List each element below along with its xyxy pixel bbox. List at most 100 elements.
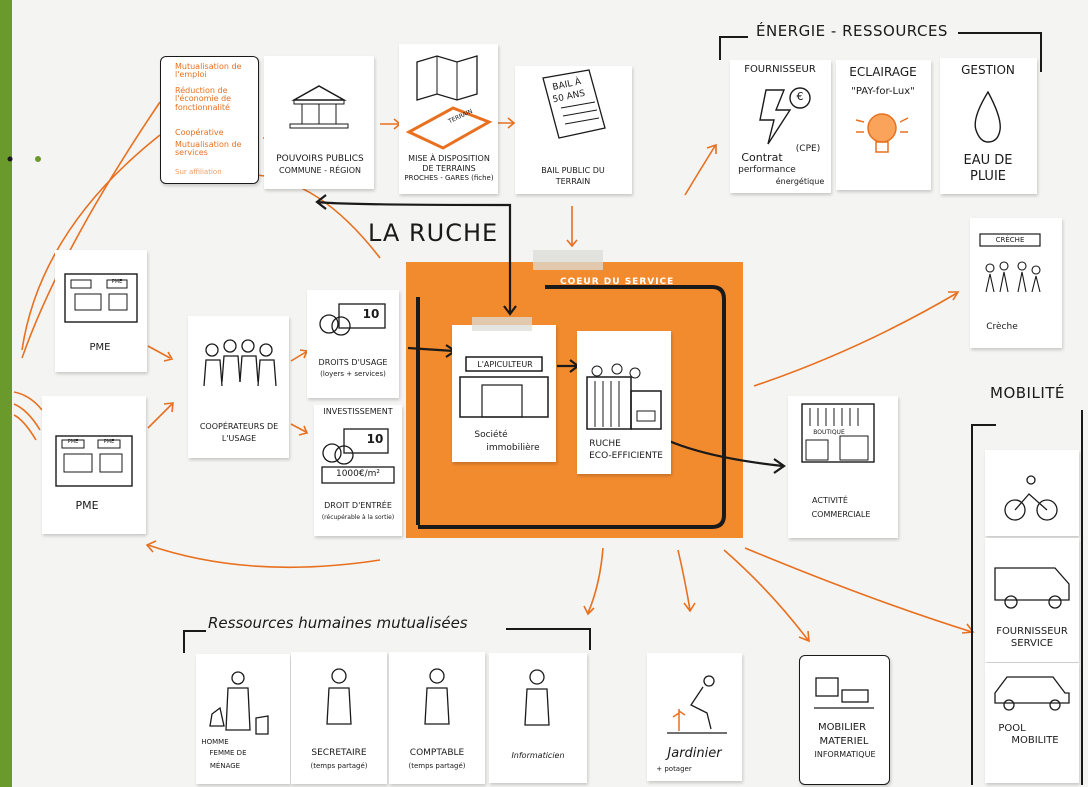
activite-line1: ACTIVITÉ	[812, 496, 848, 505]
cleaner-icon	[209, 671, 269, 735]
person-icon	[326, 668, 352, 725]
public-building-icon	[289, 85, 349, 129]
card-secretaire: SECRETAIRE (temps partagé)	[291, 652, 387, 784]
pme-bottom-label: PME	[75, 499, 99, 512]
fournisseur-title: FOURNISSEUR	[744, 64, 816, 75]
jardinier-line1: Jardinier	[667, 746, 722, 761]
person-icon	[524, 669, 550, 726]
informaticien-line1: Informaticien	[511, 751, 565, 760]
eclairage-caption: "PAY-for-Lux"	[851, 86, 915, 97]
children-icon	[979, 233, 1041, 293]
cooperateurs-line2: L'USAGE	[221, 434, 257, 443]
pme-bottom-sign-a: PME	[67, 439, 79, 445]
contract-doc-icon	[542, 69, 606, 139]
card-pool-mobilite: POOL MOBILITE	[985, 663, 1079, 783]
water-drop-icon	[974, 90, 1001, 143]
homme-line2: FEMME DE	[209, 749, 247, 757]
apiculteur-line1: Société	[474, 430, 508, 440]
terrains-line2: DE TERRAINS	[422, 164, 476, 173]
card-mobilier: MOBILIER MATERIEL INFORMATIQUE	[799, 655, 890, 785]
fournisseur-caption2: performance	[738, 165, 796, 175]
homme-line3: MÉNAGE	[209, 762, 241, 770]
fournisseur-caption3: énergétique	[775, 177, 825, 186]
comptable-line2: (temps partagé)	[408, 762, 466, 770]
secretaire-line1: SECRETAIRE	[311, 748, 367, 758]
note-item-last: Sur affiliation	[175, 168, 222, 176]
bottom-header: Ressources humaines mutualisées	[208, 614, 468, 632]
card-terrains: TERRAIN MISE À DISPOSITION DE TERRAINS P…	[399, 44, 498, 194]
card-activite-commerciale: BOUTIQUE ACTIVITÉ COMMERCIALE	[788, 396, 898, 538]
energie-header: ÉNERGIE - RESSOURCES	[756, 22, 948, 40]
money-icon	[319, 303, 386, 336]
card-velo	[985, 450, 1079, 536]
lightning-icon	[759, 87, 811, 145]
investissement-header: INVESTISSEMENT	[323, 407, 393, 416]
card-pme-top: PME PME	[55, 250, 147, 372]
card-gestion-eau: GESTION EAU DE PLUIE	[940, 58, 1037, 194]
note-item-3: Coopérative	[175, 128, 224, 137]
eclairage-title: ECLAIRAGE	[849, 65, 917, 79]
activite-line2: COMMERCIALE	[811, 510, 871, 519]
pme-top-sign: PME	[111, 279, 123, 285]
investissement-line2: (récupérable à la sortie)	[321, 514, 395, 521]
bail-line2: TERRAIN	[555, 177, 591, 186]
gestion-title: GESTION	[961, 63, 1015, 77]
ruche-line2: ECO-EFFICIENTE	[589, 451, 663, 461]
jardinier-line2: + potager	[656, 765, 692, 773]
car-icon	[994, 676, 1070, 711]
computer-icon	[814, 677, 874, 709]
pme-top-label: PME	[89, 342, 111, 353]
shop-building-icon	[64, 273, 138, 323]
apiculteur-sign: L'APICULTEUR	[477, 360, 533, 369]
card-apiculteur: L'APICULTEUR Société immobilière	[452, 317, 556, 462]
droits-usage-line2: (loyers + services)	[320, 370, 386, 378]
mobilier-line3: INFORMATIQUE	[814, 750, 876, 759]
mobilier-line2: MATERIEL	[819, 736, 869, 747]
card-ruche: RUCHE ECO-EFFICIENTE	[577, 331, 671, 474]
mobilite-header: MOBILITÉ	[990, 384, 1065, 402]
van-icon	[994, 567, 1070, 609]
card-cooperateurs: COOPÉRATEURS DE L'USAGE	[188, 316, 289, 458]
bicycle-icon	[1004, 475, 1058, 521]
note-item-4: Mutualisation de services	[175, 140, 242, 158]
apiculteur-line2: immobilière	[486, 443, 540, 453]
investissement-line1: DROIT D'ENTRÉE	[324, 501, 392, 510]
storefront-icon	[801, 403, 875, 463]
gardener-icon	[667, 675, 727, 734]
fournisseur-caption1: Contrat	[741, 151, 783, 164]
group-of-people-icon	[203, 339, 277, 387]
card-creche: CRÈCHE Crèche	[970, 218, 1062, 348]
droits-usage-coin: 10	[362, 307, 380, 321]
card-pme-bottom: PME PME PME	[42, 396, 146, 534]
tape	[472, 317, 532, 331]
pme-bottom-sign-b: PME	[103, 439, 115, 445]
bail-line1: BAIL PUBLIC DU	[541, 166, 605, 175]
mobilite-service: SERVICE	[1010, 638, 1054, 649]
diagram-title: LA RUCHE	[368, 219, 499, 247]
homme-line1: HOMME	[201, 738, 229, 746]
card-jardinier: Jardinier + potager	[647, 653, 742, 781]
fournisseur-caption-sup: (CPE)	[795, 144, 821, 154]
gestion-caption1: EAU DE	[963, 153, 1013, 168]
green-edge	[0, 0, 12, 787]
card-comptable: COMPTABLE (temps partagé)	[389, 652, 485, 784]
comptable-line1: COMPTABLE	[409, 748, 465, 758]
creche-sign: CRÈCHE	[995, 236, 1025, 244]
mobilite-pool: POOL	[998, 723, 1026, 734]
activite-sign: BOUTIQUE	[813, 429, 845, 436]
note-top-left: Mutualisation de l'emploi Réduction de l…	[160, 56, 259, 184]
terrains-line1: MISE À DISPOSITION	[408, 154, 490, 163]
creche-label: Crèche	[986, 322, 1018, 332]
shop-building-icon	[55, 435, 133, 487]
gestion-caption2: PLUIE	[970, 169, 1006, 184]
building-icon	[459, 356, 549, 418]
fournisseur-symbol: €	[796, 90, 804, 103]
card-bail: BAIL À 50 ANS BAIL PUBLIC DU TERRAIN	[515, 66, 632, 194]
secretaire-line2: (temps partagé)	[310, 762, 368, 770]
investissement-coin: 10	[366, 432, 384, 446]
terrains-line3: PROCHES - GARES (fiche)	[404, 174, 494, 182]
note-item-1: Mutualisation de l'emploi	[175, 62, 242, 80]
investissement-price: 1000€/m²	[335, 469, 381, 479]
mobilite-mobilite: MOBILITE	[1011, 735, 1059, 746]
person-icon	[424, 668, 450, 725]
